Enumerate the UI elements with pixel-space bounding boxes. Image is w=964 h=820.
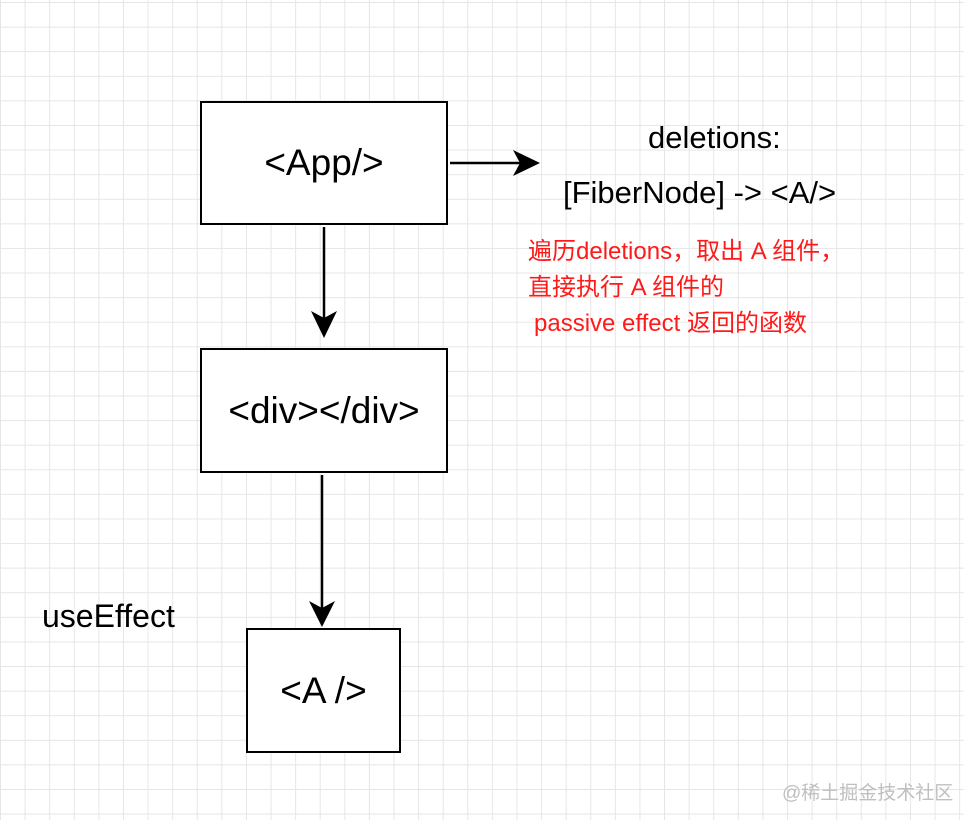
div-node: <div></div> [200, 348, 448, 473]
arrowhead-app-to-deletions [513, 150, 540, 176]
div-node-label: <div></div> [228, 389, 420, 431]
a-node: <A /> [246, 628, 401, 753]
deletions-list: [FiberNode] -> <A/> [563, 175, 837, 210]
use-effect-label: useEffect [42, 598, 175, 634]
note-line-1: 遍历deletions，取出 A 组件， [528, 238, 845, 265]
note-line-2: 直接执行 A 组件的 [528, 274, 725, 301]
arrowhead-app-to-div [311, 311, 337, 338]
deletions-note: 遍历deletions，取出 A 组件， 直接执行 A 组件的 passive … [528, 234, 844, 342]
note-line-3: passive effect 返回的函数 [534, 310, 807, 337]
deletions-title: deletions: [648, 120, 781, 155]
arrowhead-div-to-a [309, 601, 335, 627]
app-node: <App/> [200, 101, 448, 225]
app-node-label: <App/> [264, 142, 384, 183]
watermark: @稀土掘金技术社区 [782, 783, 954, 804]
a-node-label: <A /> [280, 669, 367, 711]
